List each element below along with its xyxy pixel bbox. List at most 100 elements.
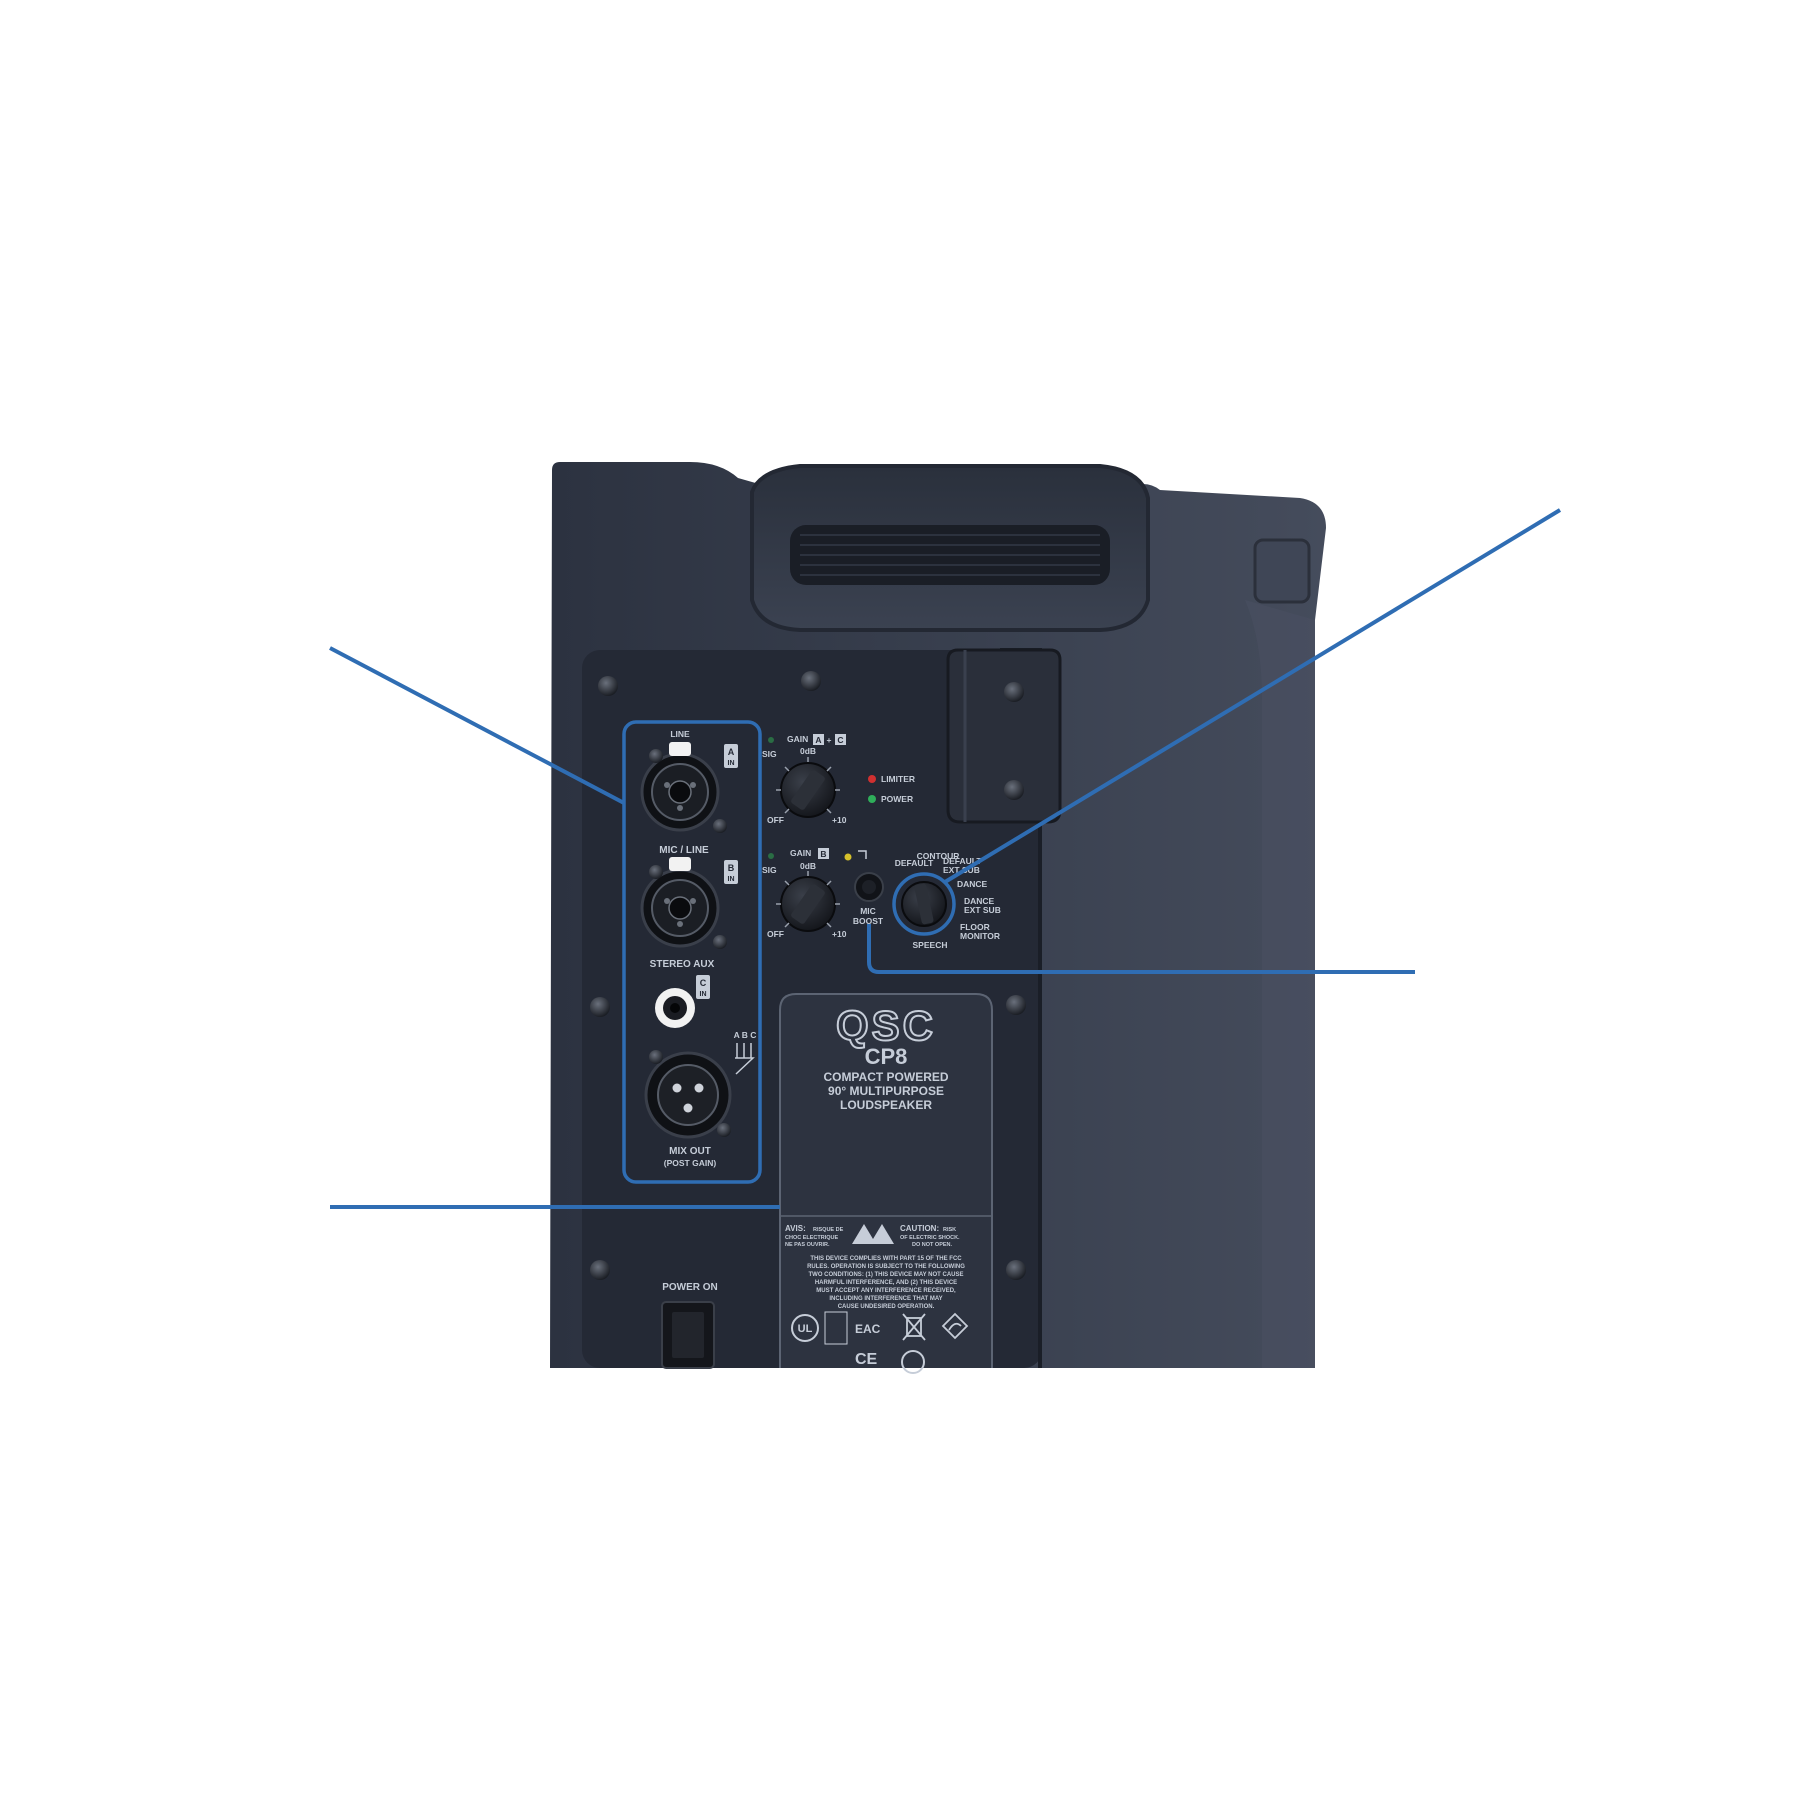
limiter-label: LIMITER (881, 774, 915, 784)
input-b-tag (724, 860, 738, 884)
weee-bin-icon (902, 1313, 926, 1341)
contour-selector-knob[interactable] (901, 881, 947, 927)
input-a-top-label: LINE (670, 729, 690, 739)
ce-mark: CE (855, 1351, 878, 1368)
input-a-letter: A (728, 747, 735, 757)
signal-led-b (768, 853, 774, 859)
mic-boost-line1: MIC (860, 906, 876, 916)
callout-line-contour (943, 508, 1562, 884)
power-on-label: POWER ON (662, 1282, 718, 1293)
gain-b-tag (818, 848, 829, 859)
contour-floor-monitor-2: MONITOR (960, 931, 1000, 941)
mic-boost-line2: BOOST (853, 916, 884, 926)
contour-dance-ext-sub-2: EXT SUB (964, 905, 1001, 915)
input-b-label: STEREO AUX (650, 959, 715, 970)
eac-mark: EAC (855, 1322, 881, 1336)
fcc-line-5: MUST ACCEPT ANY INTERFERENCE RECEIVED, (816, 1288, 956, 1294)
input-a-tag (724, 744, 738, 768)
power-label: POWER (881, 794, 913, 804)
input-b-letter: B (728, 863, 735, 873)
contour-highlight-ring (892, 872, 956, 936)
gain-b-zero: 0dB (800, 861, 816, 871)
mix-sum-symbol (735, 1043, 755, 1075)
gain-b-title: GAIN (790, 848, 811, 858)
input-a-label: MIC / LINE (659, 845, 709, 856)
contour-dance-ext-sub-1: DANCE (964, 896, 995, 906)
input-b-combo-jack[interactable] (640, 857, 727, 949)
ul-certification-icon: UL (791, 1314, 819, 1342)
mix-out-sum-letters: A B C (734, 1030, 757, 1040)
gain-ac-tag-a-text: A (815, 735, 821, 745)
fcc-line-6: INCLUDING INTERFERENCE THAT MAY (829, 1296, 942, 1302)
mix-out-xlr[interactable] (644, 1050, 732, 1139)
pole-mount-bracket (946, 648, 1062, 824)
plate-line-2: 90° MULTIPURPOSE (828, 1084, 944, 1098)
input-a-combo-jack[interactable] (640, 742, 727, 833)
gain-ac-max: +10 (832, 815, 847, 825)
rcm-mark-icon (941, 1312, 969, 1340)
carry-handle (750, 464, 1150, 632)
certification-block-icon (824, 1311, 848, 1345)
caution-text-2: OF ELECTRIC SHOCK. (900, 1235, 960, 1241)
warning-triangle-icons (852, 1224, 894, 1244)
gain-b-max: +10 (832, 929, 847, 939)
mix-out-title: MIX OUT (669, 1146, 711, 1157)
fcc-line-4: HARMFUL INTERFERENCE, AND (2) THIS DEVIC… (815, 1280, 957, 1286)
input-b-in: IN (728, 876, 735, 883)
caution-text-3: DO NOT OPEN. (912, 1242, 953, 1248)
gain-b-knob[interactable] (776, 871, 840, 932)
gain-b-tag-text: B (820, 849, 826, 859)
sig-label-b: SIG (762, 865, 777, 875)
caution-text-1: RISK (943, 1227, 956, 1233)
gain-ac-zero: 0dB (800, 746, 816, 756)
mic-boost-led (844, 853, 852, 861)
contour-floor-monitor-1: FLOOR (960, 922, 990, 932)
latch-release-button[interactable] (669, 857, 691, 871)
input-c-tag (696, 975, 710, 999)
model-name: CP8 (865, 1044, 908, 1069)
avis-text-3: NE PAS OUVRIR. (785, 1242, 830, 1248)
inputs-highlight-box (622, 720, 762, 1184)
contour-default-ext-sub-1: DEFAULT (943, 856, 982, 866)
gain-ac-knob[interactable] (776, 757, 840, 818)
qsc-logo: QSC (836, 1002, 936, 1049)
plate-line-3: LOUDSPEAKER (840, 1098, 932, 1112)
input-a-in: IN (728, 760, 735, 767)
power-led (868, 795, 876, 803)
gain-ac-tag-c-text: C (837, 735, 843, 745)
gain-ac-min: OFF (767, 815, 784, 825)
avis-text-1: RISQUE DE (813, 1227, 844, 1233)
gain-ac-plus: + (827, 735, 832, 745)
fcc-line-2: RULES. OPERATION IS SUBJECT TO THE FOLLO… (807, 1264, 965, 1270)
contour-speech: SPEECH (913, 940, 948, 950)
input-c-aux-jack[interactable] (655, 988, 695, 1028)
gain-b-min: OFF (767, 929, 784, 939)
avis-label: AVIS: (785, 1224, 806, 1233)
mic-boost-bracket (858, 850, 867, 859)
mix-out-subtitle: (POST GAIN) (664, 1158, 717, 1168)
avis-text-2: CHOC ELECTRIQUE (785, 1235, 839, 1241)
contour-title: CONTOUR (917, 851, 960, 861)
power-switch[interactable] (661, 1301, 715, 1369)
gain-ac-tag-a (813, 734, 824, 745)
mic-boost-button[interactable] (854, 872, 884, 902)
gain-ac-title: GAIN (787, 734, 808, 744)
limiter-led (868, 775, 876, 783)
sig-label-a: SIG (762, 749, 777, 759)
input-c-in: IN (700, 991, 707, 998)
fcc-line-3: TWO CONDITIONS: (1) THIS DEVICE MAY NOT … (808, 1272, 963, 1278)
caution-label: CAUTION: (900, 1224, 939, 1233)
contour-default: DEFAULT (895, 858, 934, 868)
signal-led-a (768, 737, 774, 743)
contour-dance: DANCE (957, 879, 988, 889)
callout-line-inputs (329, 646, 625, 805)
fcc-line-7: CAUSE UNDESIRED OPERATION. (838, 1304, 935, 1310)
latch-release-button[interactable] (669, 742, 691, 756)
callout-line-mic-boost (867, 924, 1415, 974)
panel-screws (590, 671, 1026, 1280)
rohs-10-icon (901, 1350, 925, 1374)
input-c-letter: C (700, 978, 707, 988)
brand-plate (779, 993, 993, 1368)
